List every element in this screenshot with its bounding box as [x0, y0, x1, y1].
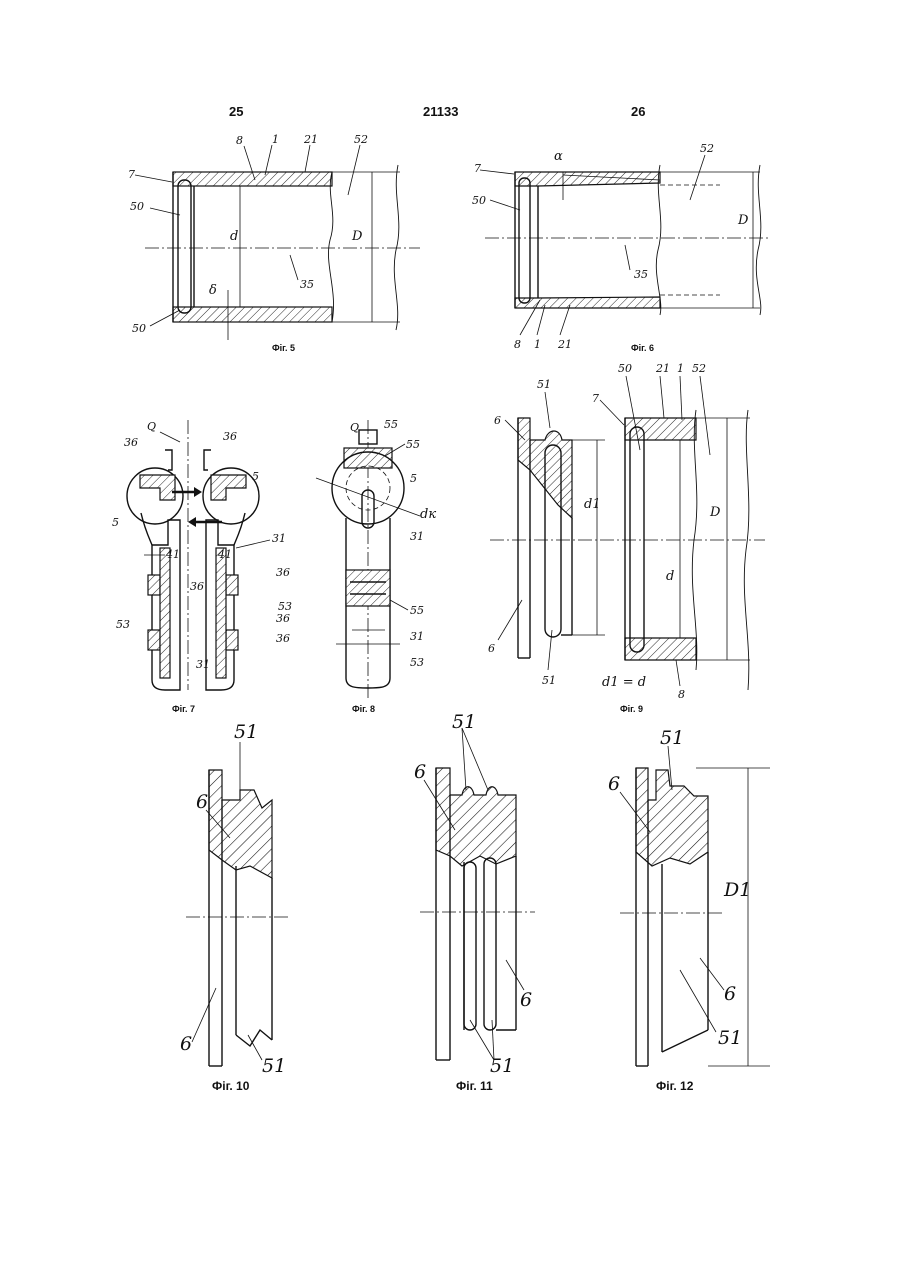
figure-8: Q 55 55 5 dк 31 55 31 53 Фіг. 8: [316, 418, 436, 714]
fig9-label-50: 50: [618, 362, 632, 375]
fig12-label-D1: D1: [723, 879, 751, 901]
fig9-label-6-top: 6: [494, 414, 501, 427]
fig7-label-31-lower: 31: [196, 658, 210, 671]
fig12-label-6-bottom: 6: [724, 983, 736, 1005]
figure-11: 51 6 6 51 Фіг. 11: [414, 711, 535, 1093]
fig9-label-52: 52: [692, 362, 706, 375]
fig9-label-D: D: [709, 505, 721, 520]
fig9-label-d1-eq-d: d1 = d: [602, 675, 646, 690]
fig9-label-8: 8: [678, 688, 685, 701]
fig6-label-50: 50: [472, 194, 486, 207]
fig7-label-41-right: 41: [217, 548, 232, 561]
fig6-label-7: 7: [474, 162, 481, 175]
fig12-label-6-top: 6: [608, 773, 620, 795]
fig8-label-55-lower: 55: [410, 604, 424, 617]
fig7-label-31-upper: 31: [272, 532, 286, 545]
fig5-label-delta: δ: [209, 283, 217, 298]
fig7-label-5-left: 5: [112, 516, 119, 529]
fig10-label-51-bottom: 51: [262, 1055, 286, 1077]
fig6-caption: Фіг. 6: [631, 343, 654, 353]
fig9-label-d: d: [666, 569, 674, 584]
fig5-caption: Фіг. 5: [272, 343, 295, 353]
fig10-label-51-top: 51: [234, 721, 258, 743]
fig7-label-5-right: 5: [252, 470, 259, 483]
fig11-label-6-top: 6: [414, 761, 426, 783]
fig5-label-35: 35: [300, 278, 314, 291]
fig9-label-51-bottom: 51: [542, 674, 556, 687]
fig5-label-8: 8: [236, 134, 243, 147]
fig7-label-36-tr: 36: [223, 430, 237, 443]
fig6-label-alpha: α: [554, 149, 563, 164]
fig6-label-1: 1: [534, 338, 541, 351]
fig8-label-55-top: 55: [384, 418, 398, 431]
figure-12: 51 6 D1 6 51 Фіг. 12: [608, 727, 770, 1093]
figure-5: 7 8 1 21 52 50 d D 35 δ 50 Фіг. 5: [128, 133, 420, 353]
fig7-label-36-lr: 36: [276, 612, 290, 625]
fig9-label-51-top: 51: [537, 378, 551, 391]
fig7-label-53-right: 53: [278, 600, 292, 613]
fig5-label-D: D: [351, 229, 363, 244]
fig5-label-21: 21: [303, 133, 318, 146]
fig8-label-53: 53: [410, 656, 424, 669]
fig9-label-6-bottom: 6: [488, 642, 495, 655]
fig11-label-51-top: 51: [452, 711, 476, 733]
fig7-caption: Фіг. 7: [172, 704, 195, 714]
fig9-caption: Фіг. 9: [620, 704, 643, 714]
fig5-label-7: 7: [128, 168, 135, 181]
fig7-label-36-tl: 36: [124, 436, 138, 449]
fig5-label-d: d: [230, 229, 238, 244]
fig11-label-6-bottom: 6: [520, 989, 532, 1011]
fig5-label-1: 1: [272, 133, 279, 146]
fig7-label-36-mr: 36: [276, 566, 290, 579]
figure-7: Q 36 36 5 5 41 41 31 36 36 36 53 53 36 3…: [112, 420, 292, 714]
fig11-caption: Фіг. 11: [456, 1079, 493, 1093]
fig8-label-Q: Q: [350, 421, 359, 434]
fig8-label-5: 5: [410, 472, 417, 485]
fig12-caption: Фіг. 12: [656, 1079, 694, 1093]
fig9-label-d1: d1: [584, 497, 601, 512]
fig8-label-55-mid: 55: [406, 438, 420, 451]
figure-9: 51 50 21 1 52 6 7 d1 d D 6 51 d1 = d 8 Ф…: [488, 362, 765, 714]
fig6-label-D: D: [737, 213, 749, 228]
fig10-label-6-bottom: 6: [180, 1033, 192, 1055]
fig6-label-35: 35: [634, 268, 648, 281]
fig8-label-31-upper: 31: [410, 530, 424, 543]
fig8-caption: Фіг. 8: [352, 704, 375, 714]
fig8-label-dk: dк: [420, 507, 436, 522]
fig12-label-51-top: 51: [660, 727, 684, 749]
fig10-label-6-top: 6: [196, 791, 208, 813]
fig7-label-36-br: 36: [276, 632, 290, 645]
fig6-label-8: 8: [514, 338, 521, 351]
fig6-label-21: 21: [557, 338, 572, 351]
figure-10: 51 6 6 51 Фіг. 10: [180, 721, 290, 1093]
figure-6: 7 α 52 50 D 35 8 1 21 Фіг. 6: [472, 142, 770, 353]
fig7-label-36-ml: 36: [190, 580, 204, 593]
fig5-label-52: 52: [354, 133, 368, 146]
fig7-label-41-left: 41: [165, 548, 180, 561]
fig7-label-Q: Q: [147, 420, 156, 433]
fig5-label-50-top: 50: [130, 200, 144, 213]
fig9-label-21: 21: [655, 362, 670, 375]
fig9-label-1: 1: [677, 362, 684, 375]
fig6-label-52: 52: [700, 142, 714, 155]
fig12-label-51-bottom: 51: [718, 1027, 742, 1049]
fig7-label-53-left: 53: [116, 618, 130, 631]
fig10-caption: Фіг. 10: [212, 1079, 250, 1093]
fig8-label-31-lower: 31: [410, 630, 424, 643]
fig5-label-50-bottom: 50: [132, 322, 146, 335]
fig11-label-51-bottom: 51: [490, 1055, 514, 1077]
fig9-label-7: 7: [592, 392, 599, 405]
